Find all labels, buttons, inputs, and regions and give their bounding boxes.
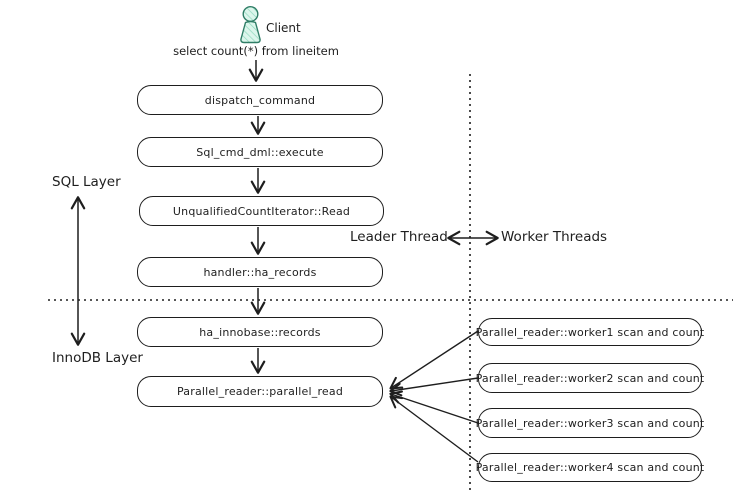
innodb-layer-label: InnoDB Layer	[52, 350, 143, 366]
node-parallel-reader-parallel-read: Parallel_reader::parallel_read	[137, 376, 383, 407]
node-worker1: Parallel_reader::worker1 scan and count	[476, 318, 704, 346]
arrow-worker1-to-preader	[389, 330, 479, 390]
sql-layer-label: SQL Layer	[52, 174, 121, 190]
node-dispatch-command: dispatch_command	[137, 85, 383, 115]
node-worker4: Parallel_reader::worker4 scan and count	[476, 453, 704, 482]
node-worker2: Parallel_reader::worker2 scan and count	[476, 363, 704, 393]
arrow-worker2-to-preader	[389, 377, 479, 397]
query-label: select count(*) from lineitem	[173, 44, 339, 58]
node-worker3: Parallel_reader::worker3 scan and count	[476, 408, 704, 438]
client-label: Client	[266, 21, 301, 35]
node-sql-cmd-dml-execute: Sql_cmd_dml::execute	[137, 137, 383, 167]
leader-thread-label: Leader Thread	[350, 229, 448, 245]
worker-threads-label: Worker Threads	[501, 229, 608, 245]
client-icon	[237, 5, 265, 49]
node-unqualified-count-iterator: UnqualifiedCountIterator::Read	[139, 196, 384, 226]
arrow-worker4-to-preader	[389, 395, 479, 463]
node-ha-innobase-records: ha_innobase::records	[137, 317, 383, 347]
arrow-worker3-to-preader	[389, 390, 479, 424]
node-handler-ha-records: handler::ha_records	[137, 257, 383, 287]
